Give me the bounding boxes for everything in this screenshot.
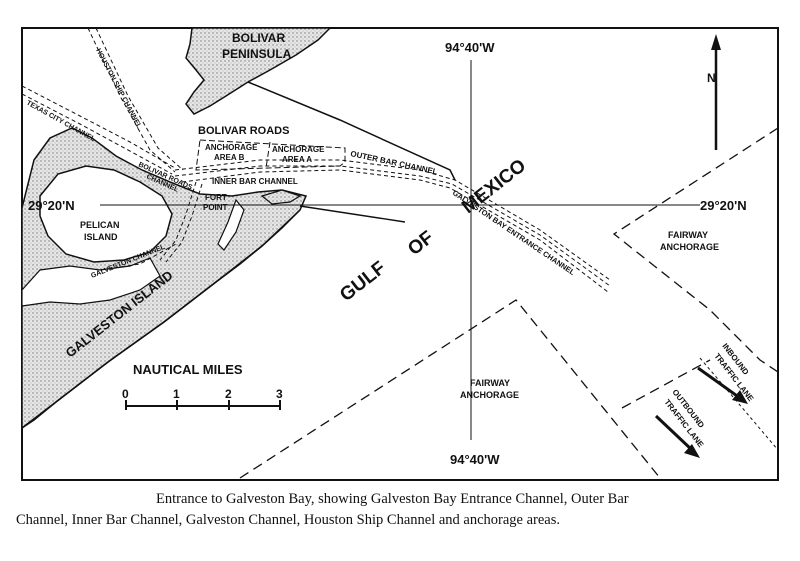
bar-channel-lines [174,159,611,293]
lon-bottom-label: 94°40'W [450,452,500,467]
fort-point-line1: FORT [205,193,227,202]
lat-right-label: 29°20'N [700,198,747,213]
north-label: N [707,71,716,85]
scale-tick-0: 0 [122,387,129,401]
scale-tick-1: 1 [173,387,180,401]
fairway-boundary-lines [239,127,779,479]
fairway-right-line2: ANCHORAGE [660,242,719,252]
anchorage-areas-outline [195,139,346,171]
north-arrow-icon [711,34,721,150]
caption-line-2: Channel, Inner Bar Channel, Galveston Ch… [16,512,561,528]
bolivar-label-line2: PENINSULA [222,47,292,61]
map-caption: Entrance to Galveston Bay, showing Galve… [16,489,786,531]
pelican-island-line2: ISLAND [84,232,118,242]
south-jetty-line [299,205,406,223]
west-bay-water [21,257,161,307]
fort-point-line2: POINT [203,203,228,212]
lon-top-label: 94°40'W [445,40,495,55]
fairway-right-line1: FAIRWAY [668,230,708,240]
bolivar-shore-line [247,81,456,181]
lat-left-label: 29°20'N [28,198,75,213]
anchorage-b-line2: AREA B [214,153,245,162]
scale-bar [125,400,281,410]
traffic-lane-divider [699,357,779,451]
inbound-arrow-icon [697,366,748,404]
outbound-arrow-icon [654,414,700,458]
anchorage-b-line1: ANCHORAGE [205,143,258,152]
texas-city-channel-lines [21,85,176,175]
scale-tick-3: 3 [276,387,283,401]
fairway-bottom-line1: FAIRWAY [470,378,510,388]
scale-title: NAUTICAL MILES [133,362,243,377]
caption-line-1: Entrance to Galveston Bay, showing Galve… [156,491,629,507]
bolivar-label-line1: BOLIVAR [232,31,285,45]
pelican-island-land [39,165,173,263]
anchorage-a-line1: ANCHORAGE [272,145,325,154]
bolivar-peninsula-land [185,27,332,115]
scale-tick-2: 2 [225,387,232,401]
fairway-bottom-line2: ANCHORAGE [460,390,519,400]
bolivar-roads-label: BOLIVAR ROADS [198,125,289,137]
anchorage-a-line2: AREA A [282,155,312,164]
pelican-island-line1: PELICAN [80,220,120,230]
fort-point-spit [217,198,245,251]
galveston-shore-line [21,209,301,429]
inner-bar-islet [260,189,302,205]
inner-bar-channel-label: INNER BAR CHANNEL [212,177,298,186]
houston-ship-channel-lines [87,27,184,173]
bolivar-roads-channel-lines [99,181,203,271]
